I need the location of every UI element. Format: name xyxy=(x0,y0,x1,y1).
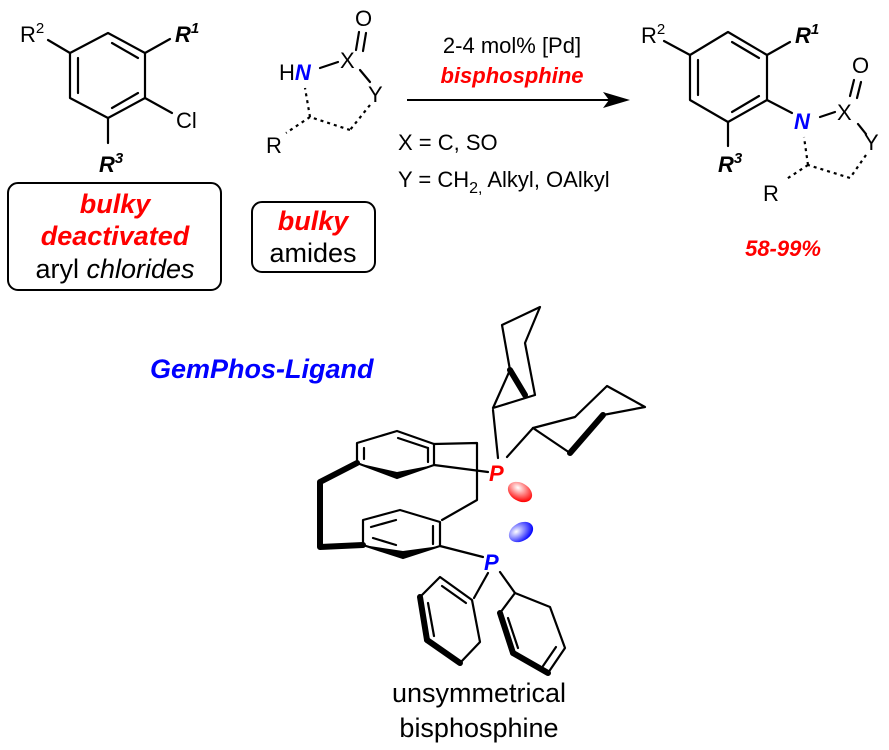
svg-text:Y: Y xyxy=(864,130,879,155)
ligand-name: GemPhos-Ligand xyxy=(150,354,374,384)
svg-text:bulky: bulky xyxy=(80,189,153,219)
svg-text:HN: HN xyxy=(279,60,312,85)
svg-text:R3: R3 xyxy=(718,150,743,177)
svg-text:R1: R1 xyxy=(175,20,199,47)
svg-text:X: X xyxy=(837,100,852,125)
svg-text:Y = CH2, Alkyl, OAlkyl: Y = CH2, Alkyl, OAlkyl xyxy=(398,167,610,197)
ligand-caption-line2: bisphosphine xyxy=(399,713,558,743)
svg-text:R: R xyxy=(266,133,282,158)
aryl-chloride-label-box: bulky deactivated aryl chlorides xyxy=(7,182,222,291)
lone-pair-blue-icon xyxy=(508,521,534,543)
reaction-arrow-conditions: 2-4 mol% [Pd] bisphosphine X = C, SO Y =… xyxy=(398,33,630,197)
svg-text:O: O xyxy=(852,53,869,78)
svg-text:amides: amides xyxy=(269,238,356,268)
lone-pair-red-icon xyxy=(507,481,533,503)
svg-text:X = C, SO: X = C, SO xyxy=(398,130,498,155)
product-structure: R2 R1 R3 N X O Y R xyxy=(641,21,879,206)
svg-text:Y: Y xyxy=(368,82,383,107)
gemphos-ligand-structure: P P xyxy=(317,305,647,676)
amide-label-box: bulky amides xyxy=(251,201,376,273)
svg-text:Cl: Cl xyxy=(176,108,197,133)
aryl-chloride-structure: R2 R1 Cl R3 xyxy=(20,20,199,177)
svg-text:N: N xyxy=(794,109,811,134)
arrow-head-icon xyxy=(603,92,630,108)
svg-text:O: O xyxy=(355,6,372,31)
svg-text:P: P xyxy=(489,461,504,486)
svg-text:X: X xyxy=(340,48,355,73)
yield-label: 58-99% xyxy=(745,236,821,261)
svg-text:R: R xyxy=(763,181,779,206)
ligand-caption-line1: unsymmetrical xyxy=(392,678,566,708)
svg-text:2-4 mol% [Pd]: 2-4 mol% [Pd] xyxy=(443,33,581,58)
svg-text:R2: R2 xyxy=(20,20,44,47)
svg-text:bisphosphine: bisphosphine xyxy=(441,63,584,88)
svg-text:deactivated: deactivated xyxy=(41,221,190,251)
svg-text:R1: R1 xyxy=(795,21,819,48)
amide-structure: O X HN Y R xyxy=(266,6,383,158)
svg-text:bulky: bulky xyxy=(278,206,351,236)
svg-text:P: P xyxy=(484,550,499,575)
svg-text:R2: R2 xyxy=(641,21,665,48)
svg-text:aryl chlorides: aryl chlorides xyxy=(35,254,194,284)
svg-text:R3: R3 xyxy=(99,150,124,177)
